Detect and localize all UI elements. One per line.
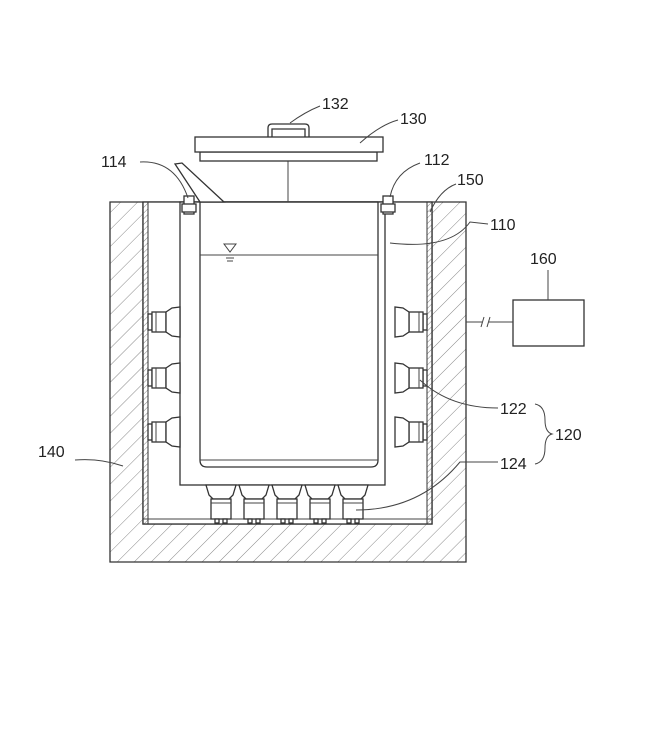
- label-150: 150: [457, 172, 484, 189]
- label-110: 110: [490, 217, 516, 234]
- controller-160: [466, 299, 585, 347]
- label-114: 114: [101, 154, 127, 171]
- tank-110: [179, 201, 386, 486]
- label-122: 122: [500, 401, 527, 418]
- handle-132: [267, 123, 310, 137]
- label-112: 112: [424, 152, 450, 169]
- label-160: 160: [530, 251, 557, 268]
- bottom-transducers-124: [205, 484, 369, 524]
- label-120: 120: [555, 427, 582, 444]
- lid-130: [194, 123, 384, 202]
- label-140: 140: [38, 444, 65, 461]
- leader-lines: [74, 105, 554, 511]
- label-132: 132: [322, 96, 349, 113]
- flap-114: [173, 162, 226, 203]
- clamp-112: [181, 195, 396, 215]
- label-124: 124: [500, 456, 527, 473]
- label-130: 130: [400, 111, 427, 128]
- water-level-icon: [223, 243, 237, 262]
